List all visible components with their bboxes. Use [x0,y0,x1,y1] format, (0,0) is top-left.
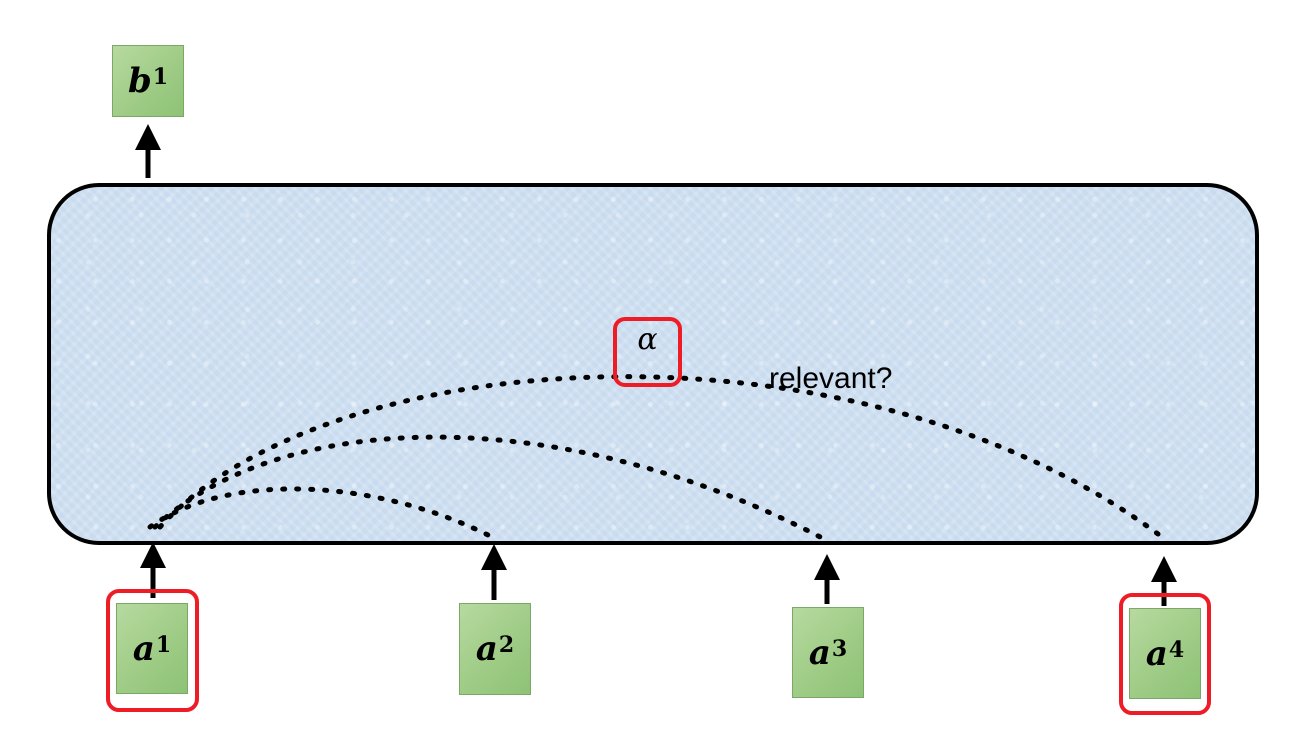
attention-score-box [613,317,682,387]
input-arrow-3 [814,554,840,604]
input-vector-sup: 1 [155,631,172,658]
relevance-question-label: relevant? [769,362,893,395]
input-vector-base: a [1145,633,1168,674]
self-attention-block [47,183,1259,545]
input-vector-base: a [808,632,831,673]
input-vector-sup: 2 [498,632,515,658]
input-vector-sup: 3 [831,635,848,662]
input-vector-base: a [132,628,155,669]
input-arrow-2 [481,544,507,600]
output-vector-sup: 1 [152,64,169,90]
highlight-box-a1 [106,589,199,712]
highlight-box-a4 [1119,593,1211,715]
output-arrow [135,124,161,178]
input-vector-base: a [475,629,498,669]
attention-score-label: α [637,322,658,357]
output-vector-base: b [127,61,152,101]
input-vector-sup: 4 [1168,636,1185,663]
attention-curve-a1-a2 [147,486,495,540]
attention-curve-a1-a4 [157,374,1165,540]
